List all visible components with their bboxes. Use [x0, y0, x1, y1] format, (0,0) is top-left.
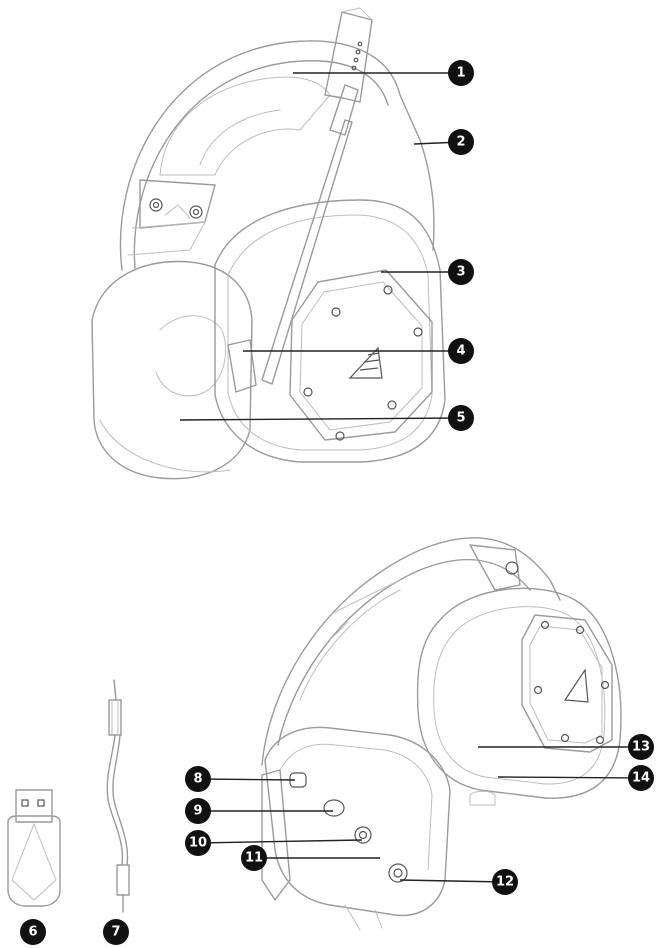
callout-10-label: 10 — [189, 836, 207, 851]
audio-cable-illustration — [106, 679, 130, 913]
callout-3-label: 3 — [456, 265, 465, 280]
callout-4: 4 — [448, 338, 474, 364]
callout-12: 12 — [492, 869, 518, 895]
usb-dongle-illustration — [7, 789, 61, 907]
callout-1-label: 1 — [456, 66, 465, 81]
callout-11-label: 11 — [245, 851, 263, 866]
callout-7-label: 7 — [111, 925, 120, 940]
callout-5-label: 5 — [456, 411, 465, 426]
callout-2-label: 2 — [456, 135, 465, 150]
callout-14: 14 — [628, 765, 654, 791]
callout-5: 5 — [448, 405, 474, 431]
callout-2: 2 — [448, 129, 474, 155]
callout-13: 13 — [628, 734, 654, 760]
callout-8-label: 8 — [193, 772, 202, 787]
headset-front-illustration — [91, 7, 446, 480]
callout-7: 7 — [103, 919, 129, 945]
callout-13-label: 13 — [632, 740, 650, 755]
callout-1: 1 — [448, 60, 474, 86]
callout-9: 9 — [185, 798, 211, 824]
leader-lines — [179, 72, 642, 883]
callout-3: 3 — [448, 259, 474, 285]
callout-8: 8 — [185, 766, 211, 792]
callout-11: 11 — [241, 845, 267, 871]
callout-12-label: 12 — [496, 875, 514, 890]
callout-4-label: 4 — [456, 344, 465, 359]
callout-10: 10 — [185, 830, 211, 856]
callout-6: 6 — [20, 919, 46, 945]
callout-14-label: 14 — [632, 771, 650, 786]
callout-9-label: 9 — [193, 804, 202, 819]
headset-side-illustration — [261, 537, 622, 931]
callout-6-label: 6 — [28, 925, 37, 940]
